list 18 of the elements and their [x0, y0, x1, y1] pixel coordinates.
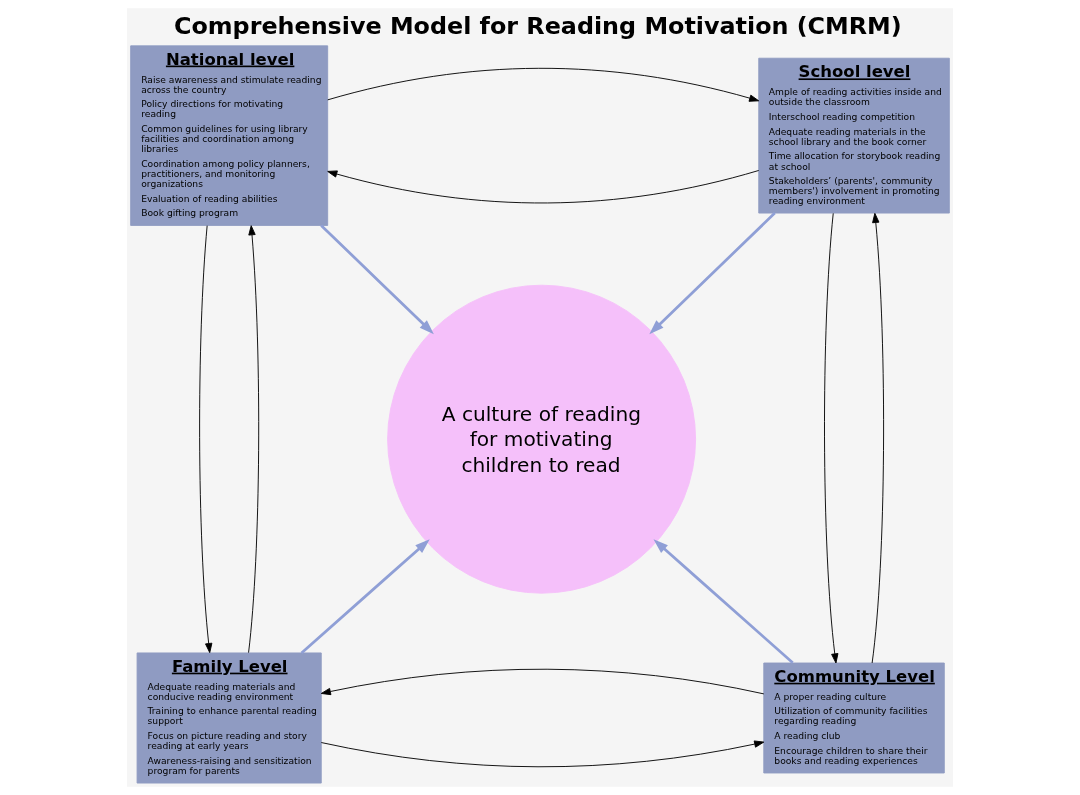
- arrow: [327, 170, 760, 204]
- arrow: [300, 539, 430, 654]
- arrow: [199, 225, 213, 654]
- node-box: Community Level A proper reading culture Utilization of community facilities regarding reading A reading club Encourage children to share their books and reading experiences: [763, 662, 945, 774]
- arrow: [327, 67, 760, 102]
- arrow: [320, 224, 434, 335]
- arrow: [248, 225, 260, 654]
- node-box: National level Raise awareness and stimulate reading across the country Policy directions for motivating reading Common guidelines for using library facilities and coordination among libraries Coordination among policy planners, practitioners, and monitoring organizations Evaluation of reading abilities Book gifting program: [130, 45, 329, 226]
- node-circle: A culture of reading for motivating children to read: [387, 284, 697, 594]
- diagram-title: Comprehensive Model for Reading Motivation (CMRM): [173, 11, 902, 40]
- node-box: Family Level Adequate reading materials and conducive reading environment Training to enhance parental reading support Focus on picture reading and story reading at early years Awareness-raising and sensitization program for parents: [136, 652, 322, 784]
- arrow: [653, 539, 794, 664]
- arrow: [649, 212, 776, 335]
- arrow: [871, 212, 884, 664]
- arrow: [824, 212, 839, 664]
- arrow: [320, 740, 765, 768]
- arrow: [320, 668, 765, 696]
- node-box: School level Ample of reading activities inside and outside the classroom Interschool reading competition Adequate reading materials in the school library and the book corner Time allocation for storybook reading at school Stakeholders’ (parents', community members') involvement in promoting reading environment: [758, 57, 950, 214]
